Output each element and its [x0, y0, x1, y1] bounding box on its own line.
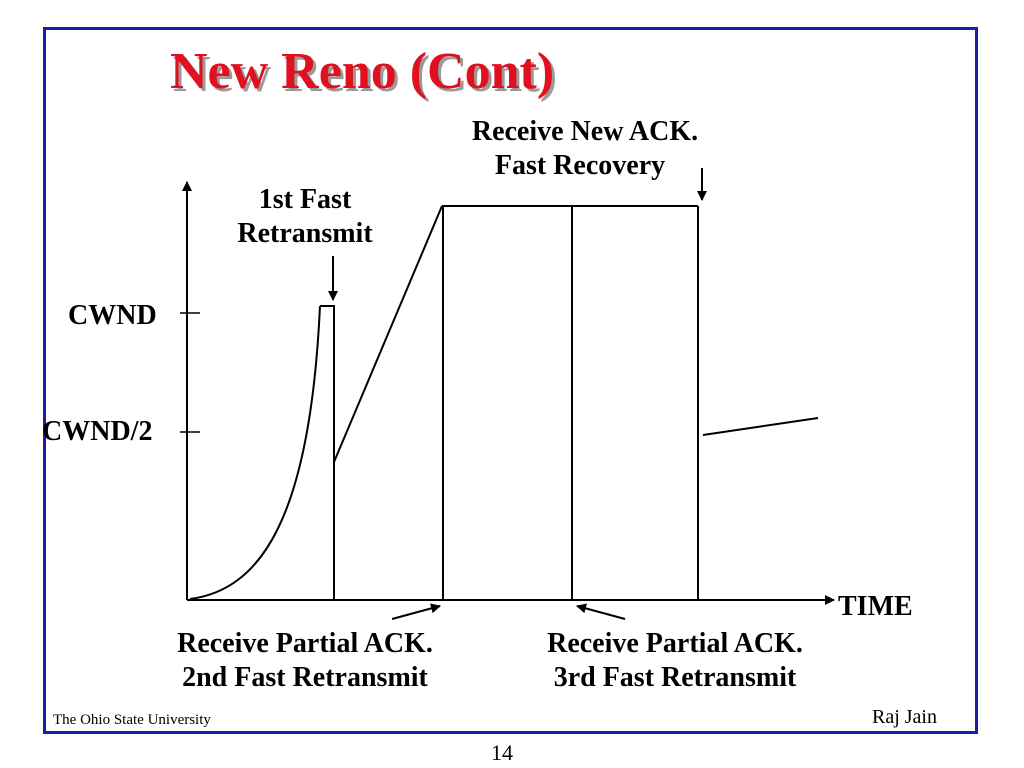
slide-title: New Reno (Cont) — [170, 43, 555, 100]
annotation-line: Receive Partial ACK. — [547, 628, 803, 659]
first-peak — [320, 305, 335, 600]
annotation-line: 3rd Fast Retransmit — [553, 662, 797, 693]
slow-start-curve — [189, 305, 321, 600]
footer-institution: The Ohio State University — [53, 712, 211, 728]
annotation-first-fast-retransmit: 1st Fast Retransmit — [215, 183, 395, 251]
x-axis-label: TIME — [838, 591, 913, 622]
y-tick-cwnd-half: CWND/2 — [42, 416, 153, 447]
annotation-partial-ack-2: Receive Partial ACK. 2nd Fast Retransmit — [135, 627, 475, 695]
annotation-line: 2nd Fast Retransmit — [182, 662, 428, 693]
page-number: 14 — [491, 740, 513, 765]
congestion-avoidance-line — [702, 417, 819, 436]
annotation-line: 1st Fast — [258, 184, 352, 215]
partial-ack-2-arrow — [391, 603, 441, 620]
annotation-line: Receive New ACK. — [471, 116, 699, 147]
partial-ack-3-arrow — [576, 603, 626, 620]
annotation-line: Retransmit — [237, 218, 373, 249]
slide-frame — [43, 27, 978, 734]
annotation-receive-new-ack: Receive New ACK. Fast Recovery — [430, 115, 740, 183]
y-tick-cwnd: CWND — [68, 300, 157, 331]
annotation-line: Fast Recovery — [494, 150, 666, 181]
recovery-ramp — [333, 205, 443, 463]
annotation-partial-ack-3: Receive Partial ACK. 3rd Fast Retransmit — [505, 627, 845, 695]
footer-author: Raj Jain — [872, 706, 937, 728]
annotation-line: Receive Partial ACK. — [177, 628, 433, 659]
